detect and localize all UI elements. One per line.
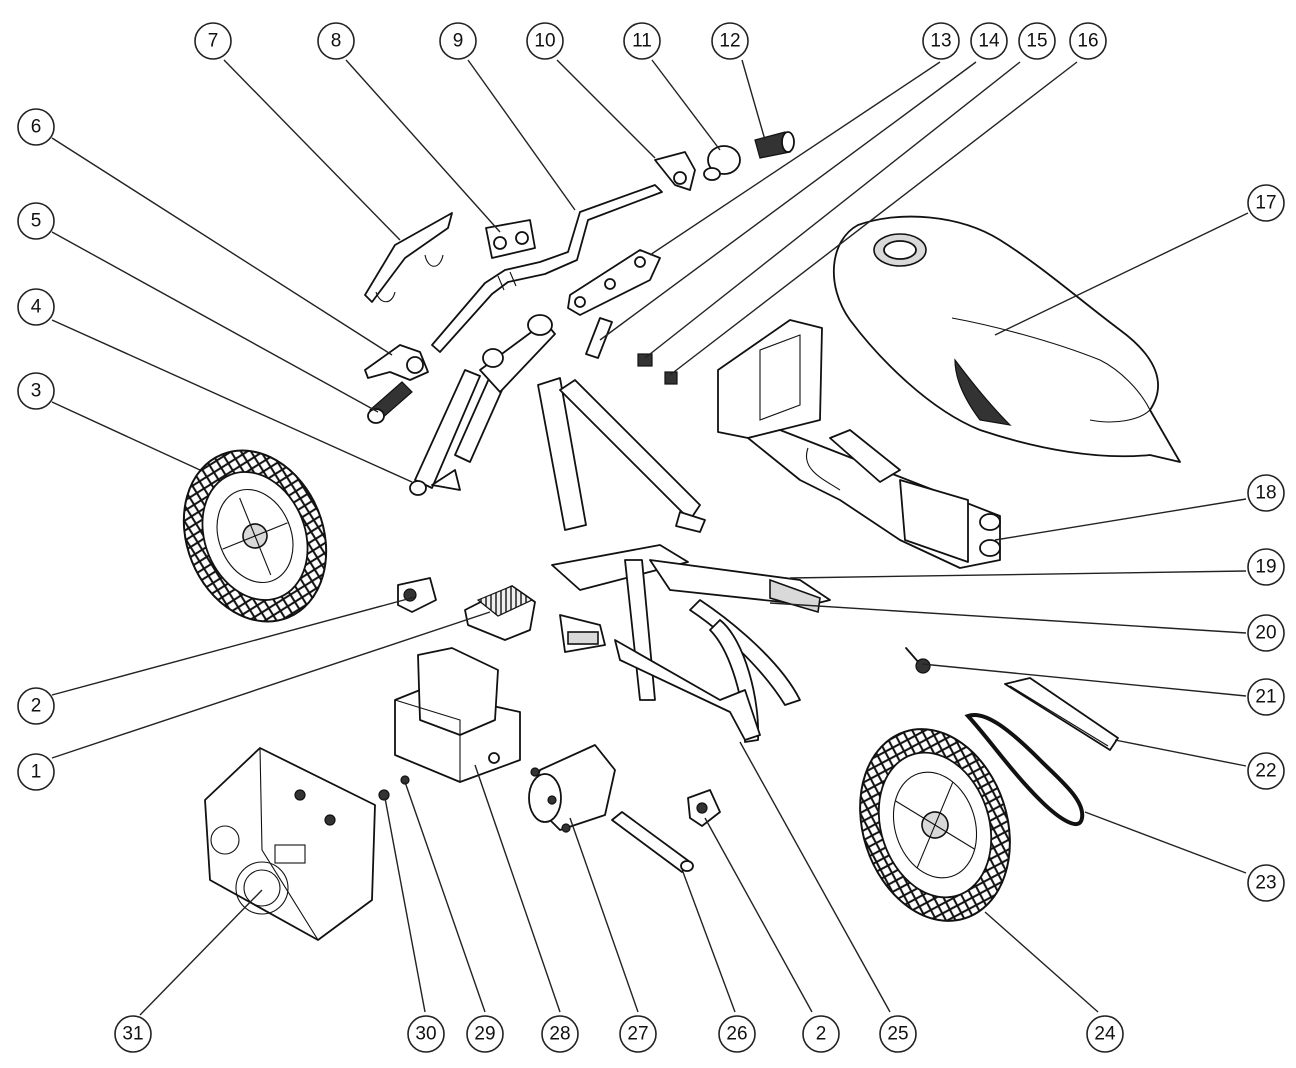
callout-1: 1 (17, 753, 55, 791)
callout-14: 14 (970, 22, 1008, 60)
callout-4: 4 (17, 288, 55, 326)
battery-pack-part (394, 647, 521, 783)
brake-caliper-part (397, 577, 437, 613)
handlebar-part (431, 184, 663, 353)
svg-text:12: 12 (719, 31, 740, 52)
brake-lever-left-part (364, 344, 429, 381)
svg-text:23: 23 (1255, 873, 1276, 894)
svg-text:29: 29 (474, 1024, 495, 1045)
triple-clamp-plate-part (567, 249, 661, 316)
callout-5: 5 (17, 202, 55, 240)
callout-7: 7 (194, 22, 232, 60)
callout-25: 25 (879, 1015, 917, 1053)
svg-text:25: 25 (887, 1024, 908, 1045)
terminal-part (378, 789, 390, 801)
right-grip-part (754, 131, 795, 159)
callout-12: 12 (711, 22, 749, 60)
main-frame-part (537, 377, 831, 743)
chain-guard-part (1004, 677, 1119, 751)
callout-9: 9 (439, 22, 477, 60)
svg-text:7: 7 (208, 31, 219, 52)
callout-24: 24 (1086, 1015, 1124, 1053)
stem-part (585, 317, 613, 359)
callout-23: 23 (1247, 864, 1285, 902)
callout-11: 11 (623, 22, 661, 60)
callout-16: 16 (1069, 22, 1107, 60)
callout-3: 3 (17, 372, 55, 410)
callout-20: 20 (1247, 614, 1285, 652)
fuel-tank-seat-part (832, 215, 1181, 463)
leader-lines (51, 59, 1249, 1016)
key-switch-part (664, 371, 678, 385)
rear-wheel-part (859, 728, 1011, 922)
svg-text:17: 17 (1255, 193, 1276, 214)
svg-text:31: 31 (122, 1024, 143, 1045)
throttle-housing-part (703, 145, 741, 181)
svg-text:9: 9 (453, 31, 464, 52)
shock-part (611, 811, 694, 873)
callout-8: 8 (317, 22, 355, 60)
svg-text:16: 16 (1077, 31, 1098, 52)
bolt-part (905, 647, 931, 674)
callout-13: 13 (922, 22, 960, 60)
svg-text:4: 4 (31, 297, 42, 318)
svg-text:19: 19 (1255, 557, 1276, 578)
svg-text:5: 5 (31, 211, 42, 232)
front-wheel-part (182, 449, 328, 623)
callout-17: 17 (1247, 184, 1285, 222)
callout-6: 6 (17, 108, 55, 146)
callout-19: 19 (1247, 548, 1285, 586)
left-grip-part (367, 381, 413, 424)
callout-27: 27 (619, 1015, 657, 1053)
bracket-part (364, 212, 453, 303)
svg-text:2: 2 (816, 1024, 827, 1045)
switch-part (637, 353, 653, 367)
callout-29: 29 (466, 1015, 504, 1053)
svg-text:2: 2 (31, 696, 42, 717)
callout-26: 26 (718, 1015, 756, 1053)
callout-18: 18 (1247, 474, 1285, 512)
svg-text:18: 18 (1255, 483, 1276, 504)
svg-text:8: 8 (331, 31, 342, 52)
callout-10: 10 (526, 22, 564, 60)
battery-tray-part (717, 319, 1001, 569)
svg-text:3: 3 (31, 381, 42, 402)
svg-text:1: 1 (31, 762, 42, 783)
controller-part (464, 585, 536, 641)
callout-22: 22 (1247, 752, 1285, 790)
throttle-lever-part (654, 151, 696, 191)
svg-text:26: 26 (726, 1024, 747, 1045)
svg-text:28: 28 (549, 1024, 570, 1045)
motor-part (528, 744, 616, 833)
svg-text:15: 15 (1026, 31, 1047, 52)
callout-15: 15 (1018, 22, 1056, 60)
handlebar-clamp-part (485, 219, 536, 259)
svg-text:14: 14 (978, 31, 1000, 52)
svg-text:20: 20 (1255, 623, 1276, 644)
svg-text:22: 22 (1255, 761, 1276, 782)
svg-text:11: 11 (632, 31, 652, 52)
callout-21: 21 (1247, 678, 1285, 716)
svg-text:21: 21 (1255, 687, 1276, 708)
front-fork-part (409, 314, 556, 496)
svg-text:6: 6 (31, 117, 42, 138)
svg-text:13: 13 (930, 31, 951, 52)
callout-2-lower: 2 (802, 1015, 840, 1053)
svg-text:30: 30 (415, 1024, 436, 1045)
gearbox-part (204, 747, 376, 941)
callout-bubbles: 1 2 3 4 5 6 7 8 9 10 11 12 13 14 15 16 1… (17, 22, 1285, 1053)
drive-belt-part (964, 712, 1085, 826)
svg-text:10: 10 (534, 31, 555, 52)
callout-30: 30 (407, 1015, 445, 1053)
parts-artwork (182, 131, 1181, 941)
callout-28: 28 (541, 1015, 579, 1053)
svg-text:24: 24 (1094, 1024, 1116, 1045)
rear-brake-caliper-part (687, 789, 721, 827)
svg-text:27: 27 (627, 1024, 648, 1045)
callout-2: 2 (17, 687, 55, 725)
callout-31: 31 (114, 1015, 152, 1053)
